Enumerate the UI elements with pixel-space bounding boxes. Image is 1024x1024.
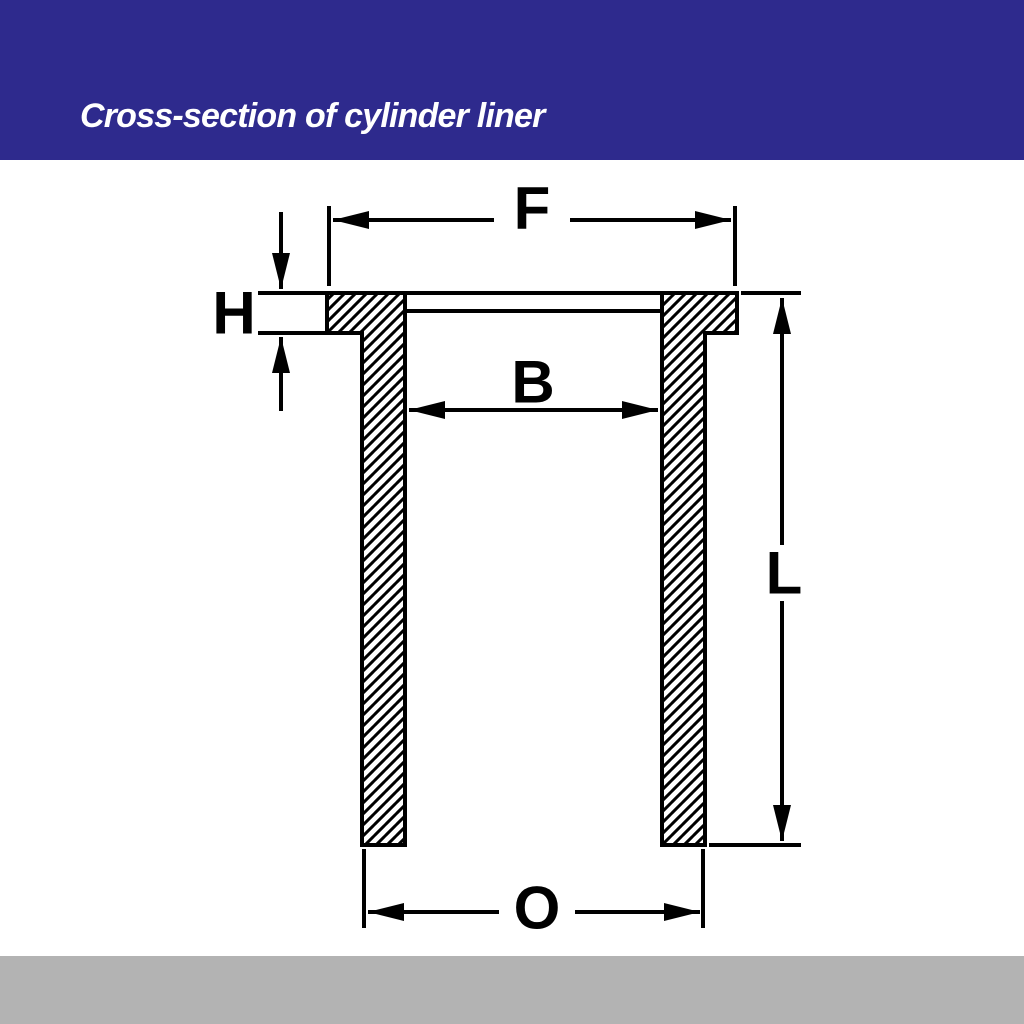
liner-drawing: F H B L: [212, 175, 802, 942]
dimension-l: L: [709, 291, 803, 847]
label-flange-height: H: [212, 280, 255, 347]
label-bore-diameter: B: [511, 349, 554, 416]
label-flange-diameter: F: [514, 175, 551, 242]
footer-band: [0, 956, 1024, 1024]
label-total-length: L: [766, 540, 803, 607]
liner-top-rim: [403, 291, 664, 313]
dimension-f: F: [327, 175, 737, 286]
liner-left-wall-section: [325, 291, 407, 847]
dimension-o: O: [362, 849, 705, 942]
dimension-b: B: [409, 349, 658, 419]
liner-right-wall-section: [660, 291, 739, 847]
label-outer-diameter: O: [514, 875, 561, 942]
page-title: Cross-section of cylinder liner: [80, 97, 547, 135]
header-band: [0, 0, 1024, 160]
dimension-h: H: [212, 212, 325, 411]
